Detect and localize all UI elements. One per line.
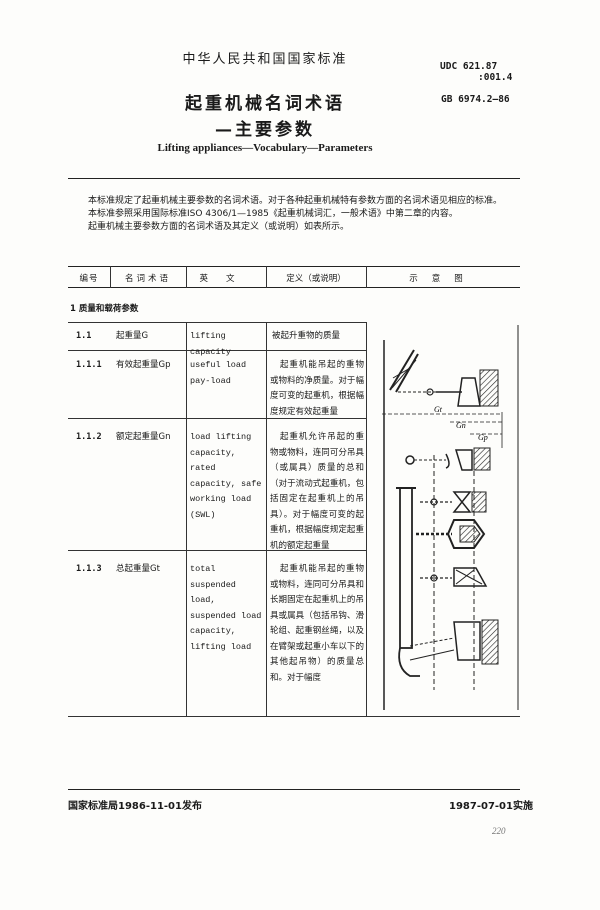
label-gp: Gp (478, 433, 488, 442)
row-number: 1.1 (76, 331, 92, 341)
row-english: total suspended load, suspended load cap… (190, 564, 262, 652)
row-english: load lifting capacity, rated capacity, s… (190, 432, 262, 520)
hook-row-2 (420, 491, 487, 513)
col-sep-3 (366, 322, 367, 716)
row-definition: 起重机允许吊起的重物或物料，连同可分吊具（或属具）质量的总和（对于流动式起重机，… (270, 432, 364, 551)
row-term: 起重量G (116, 331, 149, 341)
hdr-sep-3 (266, 266, 267, 288)
english-title: Lifting appliances—Vocabulary—Parameters (157, 142, 373, 154)
parameters-table: 编号 名词术语 英文 定义（或说明） 示意图 1 质量和载荷参数 1.1 起重量… (68, 266, 520, 717)
row-english: lifting capacity (190, 331, 231, 357)
title-line-1: 起重机械名词术语 (185, 94, 345, 114)
title-line-2: —主要参数 (215, 120, 315, 140)
section-title: 1 质量和载荷参数 (70, 304, 139, 314)
footer-rule (68, 789, 520, 790)
hook-row-1 (405, 447, 491, 471)
header-definition: 定义（或说明） (286, 274, 346, 284)
row-number: 1.1.2 (76, 432, 102, 442)
hdr-sep-2 (186, 266, 187, 288)
udc-line-1: UDC 621.87 (440, 61, 498, 72)
intro-text: 本标准规定了起重机械主要参数的名词术语。对于各种起重机械特有参数方面的名词术语见… (68, 195, 520, 234)
table-bottom-line (68, 716, 520, 717)
col-sep-2 (266, 322, 267, 716)
dimension-lines (382, 412, 503, 448)
header-number: 编号 (79, 274, 99, 284)
lifting-load-diagram: Gt Gn Gp (382, 325, 519, 710)
hook-row-4 (420, 567, 488, 587)
page-number: 220 (492, 826, 506, 836)
row-term: 总起重量Gt (116, 564, 160, 574)
gb-code: GB 6974.2—86 (441, 94, 510, 105)
header-term: 名词术语 (124, 274, 171, 284)
table-header: 编号 名词术语 英文 定义（或说明） 示意图 (68, 266, 520, 288)
hdr-sep-4 (366, 266, 367, 288)
label-gt: Gt (434, 405, 443, 414)
row-number: 1.1.3 (76, 564, 102, 574)
intro-paragraph-1: 本标准规定了起重机械主要参数的名词术语。对于各种起重机械特有参数方面的名词术语见… (88, 196, 503, 206)
row-line-2 (68, 350, 366, 351)
header-diagram: 示意图 (409, 274, 477, 284)
row-english: useful load pay-load (190, 360, 247, 386)
row-definition: 起重机能吊起的重物或物料的净质量。对于幅度可变的起重机，根据幅度规定有效起重量 (270, 360, 364, 417)
row-definition: 被起升重物的质量 (272, 331, 341, 341)
top-rule (68, 178, 520, 179)
crane-column (396, 487, 420, 677)
intro-paragraph-3: 起重机械主要参数方面的名词术语及其定义（或说明）如表所示。 (88, 222, 350, 232)
row-line-1 (68, 322, 366, 323)
national-standard-label: 中华人民共和国国家标准 (182, 52, 348, 67)
col-sep-1 (186, 322, 187, 716)
hook-row-5 (409, 619, 499, 665)
row-definition: 起重机能吊起的重物或物料，连同可分吊具和长期固定在起重机上的吊具或属具（包括吊钩… (270, 564, 364, 683)
crane-jib (389, 349, 419, 393)
intro-paragraph-2: 本标准参照采用国际标准ISO 4306/1—1985《起重机械词汇，一般术语》中… (88, 209, 458, 219)
row-term: 额定起重量Gn (116, 432, 171, 442)
udc-code: UDC 621.87 :001.4 (440, 61, 512, 83)
row-number: 1.1.1 (76, 360, 102, 370)
hook-row-3 (416, 519, 486, 549)
row-term: 有效起重量Gp (116, 360, 171, 370)
udc-line-2: :001.4 (478, 72, 513, 83)
label-gn: Gn (456, 421, 466, 430)
load-hook-1 (426, 369, 499, 407)
hdr-sep-1 (110, 266, 111, 288)
issued-date: 国家标准局1986-11-01发布 (68, 801, 202, 812)
row-line-4 (68, 550, 366, 551)
effective-date: 1987-07-01实施 (449, 801, 533, 812)
row-line-3 (68, 418, 366, 419)
header-english: 英文 (199, 274, 253, 284)
